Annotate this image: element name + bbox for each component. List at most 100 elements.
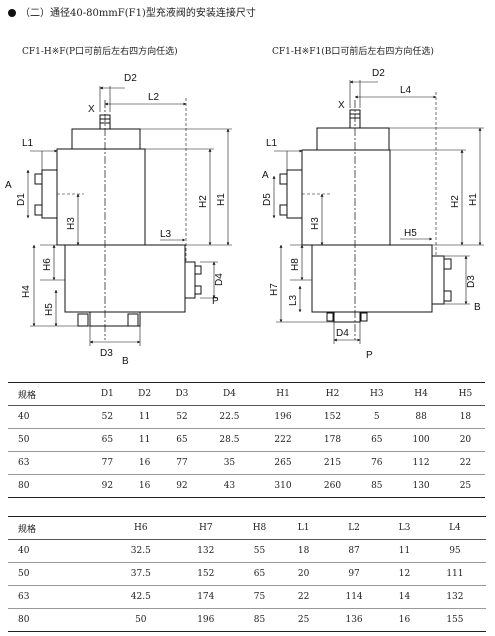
table-cell: 97 bbox=[324, 562, 385, 586]
table-cell: 32.5 bbox=[105, 539, 176, 563]
table-cell: 35 bbox=[200, 451, 259, 475]
column-header: D1 bbox=[88, 382, 126, 406]
table-cell: 37.5 bbox=[105, 562, 176, 586]
table-cell: 178 bbox=[307, 428, 358, 452]
column-header: H6 bbox=[105, 516, 176, 540]
table-cell: 65 bbox=[357, 428, 397, 452]
table-cell: 40 bbox=[8, 539, 106, 563]
table-cell: 55 bbox=[235, 539, 284, 563]
table-cell: 92 bbox=[163, 474, 201, 498]
label-h2: H2 bbox=[450, 195, 461, 208]
column-header: H7 bbox=[175, 516, 236, 540]
table-cell: 12 bbox=[384, 562, 425, 586]
table-cell: 14 bbox=[384, 585, 425, 609]
column-header: L1 bbox=[283, 516, 325, 540]
table-cell: 130 bbox=[396, 474, 446, 498]
table-cell: 16 bbox=[384, 608, 425, 632]
column-header: L2 bbox=[324, 516, 385, 540]
table-cell: 132 bbox=[175, 539, 236, 563]
table-cell: 136 bbox=[324, 608, 385, 632]
table-cell: 114 bbox=[324, 585, 385, 609]
left-drawing-labels: X D2 L2 L1 A D1 H3 H2 H1 L3 H6 H4 H5 D4 … bbox=[5, 73, 227, 367]
table-cell: 11 bbox=[384, 539, 425, 563]
label-b: B bbox=[122, 356, 129, 367]
table-cell: 76 bbox=[357, 451, 397, 475]
table-cell: 20 bbox=[445, 428, 485, 452]
label-d2: D2 bbox=[124, 73, 137, 84]
column-header: 规格 bbox=[8, 382, 89, 406]
bullet-icon bbox=[8, 9, 16, 17]
label-a: A bbox=[5, 180, 12, 191]
label-h3: H3 bbox=[66, 217, 77, 230]
column-header: H2 bbox=[307, 382, 358, 406]
table-cell: 5 bbox=[357, 405, 397, 429]
table-cell: 95 bbox=[424, 539, 485, 563]
table-cell: 155 bbox=[424, 608, 485, 632]
table-cell: 43 bbox=[200, 474, 259, 498]
table-cell: 18 bbox=[445, 405, 485, 429]
left-valve-drawing bbox=[26, 86, 232, 346]
section-heading-text: （二）通径40-80mmF(F1)型充液阀的安装连接尺寸 bbox=[20, 8, 256, 19]
right-drawing-labels: D2 X L4 L1 A D5 H3 H2 H1 H5 H8 H7 L3 D3 … bbox=[262, 68, 481, 361]
column-header: D2 bbox=[125, 382, 164, 406]
table-cell: 111 bbox=[424, 562, 485, 586]
label-x: X bbox=[338, 100, 345, 111]
column-header: H5 bbox=[445, 382, 485, 406]
label-h6: H6 bbox=[42, 258, 53, 271]
table-cell: 40 bbox=[8, 405, 89, 429]
column-header: H4 bbox=[396, 382, 446, 406]
table-cell: 80 bbox=[8, 608, 106, 632]
column-header: H8 bbox=[235, 516, 284, 540]
table-cell: 50 bbox=[8, 428, 89, 452]
label-l3: L3 bbox=[160, 229, 172, 240]
table-cell: 50 bbox=[8, 562, 106, 586]
label-h1: H1 bbox=[216, 193, 227, 206]
label-h5: H5 bbox=[404, 228, 417, 239]
label-x: X bbox=[88, 104, 95, 115]
label-d1: D1 bbox=[16, 193, 27, 206]
column-header: H1 bbox=[258, 382, 308, 406]
label-p: P bbox=[212, 296, 219, 307]
table-cell: 11 bbox=[125, 405, 164, 429]
table-cell: 152 bbox=[307, 405, 358, 429]
table-cell: 63 bbox=[8, 451, 89, 475]
section-heading: （二）通径40-80mmF(F1)型充液阀的安装连接尺寸 bbox=[8, 4, 256, 19]
table-cell: 85 bbox=[357, 474, 397, 498]
table-cell: 20 bbox=[283, 562, 325, 586]
table-cell: 196 bbox=[258, 405, 308, 429]
table-cell: 25 bbox=[445, 474, 485, 498]
label-d2: D2 bbox=[372, 68, 385, 79]
label-h1: H1 bbox=[468, 193, 479, 206]
table-cell: 18 bbox=[283, 539, 325, 563]
label-l2: L2 bbox=[148, 92, 160, 103]
table-cell: 265 bbox=[258, 451, 308, 475]
column-header: L3 bbox=[384, 516, 425, 540]
dimension-drawings: X D2 L2 L1 A D1 H3 H2 H1 L3 H6 H4 H5 D4 … bbox=[5, 68, 484, 367]
table-cell: 22 bbox=[445, 451, 485, 475]
table-cell: 52 bbox=[88, 405, 126, 429]
label-d4: D4 bbox=[214, 273, 225, 286]
label-d5: D5 bbox=[262, 193, 273, 206]
column-header: 规格 bbox=[8, 516, 106, 540]
table-cell: 42.5 bbox=[105, 585, 176, 609]
label-l3: L3 bbox=[288, 294, 299, 306]
table-cell: 152 bbox=[175, 562, 236, 586]
right-valve-drawing bbox=[272, 80, 484, 344]
label-d3: D3 bbox=[100, 348, 113, 359]
label-b: B bbox=[474, 302, 481, 313]
table-cell: 215 bbox=[307, 451, 358, 475]
column-header: D3 bbox=[163, 382, 201, 406]
table-cell: 65 bbox=[163, 428, 201, 452]
table-cell: 132 bbox=[424, 585, 485, 609]
table-cell: 52 bbox=[163, 405, 201, 429]
table-cell: 25 bbox=[283, 608, 325, 632]
label-h8: H8 bbox=[290, 258, 301, 271]
